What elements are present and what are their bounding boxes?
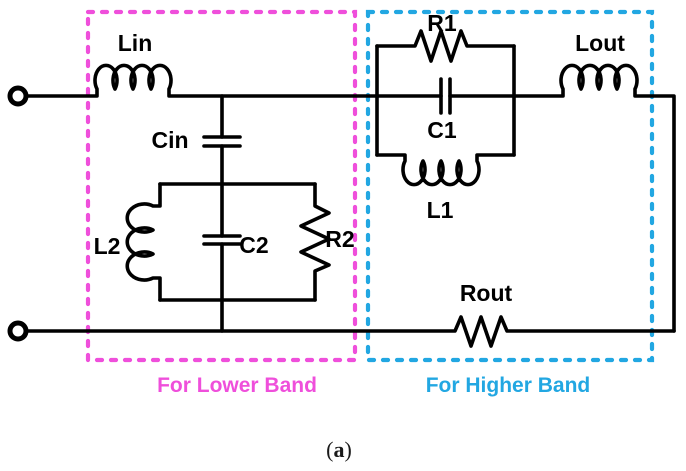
label-rout: Rout: [460, 280, 513, 306]
wires-group: [7, 29, 676, 348]
port-terminal-top-icon: [7, 85, 29, 107]
caption-close-paren: ): [345, 437, 352, 462]
label-cin: Cin: [151, 127, 188, 153]
lower-band-box: [85, 9, 358, 363]
r1-resistor-branch: [375, 29, 516, 63]
label-r1: R1: [427, 10, 457, 36]
lower-band-label: For Lower Band: [157, 374, 317, 397]
label-lin: Lin: [118, 30, 153, 56]
label-lout: Lout: [575, 30, 625, 56]
c1-capacitor-plates: [439, 77, 452, 115]
cin-capacitor-plates: [202, 135, 242, 148]
higher-band-label: For Higher Band: [426, 374, 591, 397]
caption-letter: a: [334, 437, 345, 462]
r2-resistor-zigzag: [299, 182, 331, 302]
c2-capacitor-plates: [202, 234, 242, 246]
label-r2: R2: [325, 226, 354, 252]
caption-open-paren: (: [326, 437, 333, 462]
figure-caption: (a): [326, 437, 352, 462]
label-c2: C2: [239, 232, 268, 258]
l2-inductor-coil: [125, 182, 162, 302]
higher-band-box: [365, 9, 655, 363]
label-l2: L2: [94, 233, 121, 259]
label-l1: L1: [427, 197, 454, 223]
lout-inductor-wire: [448, 63, 676, 333]
l1-inductor-branch: [375, 153, 516, 187]
lin-inductor-wire: [25, 63, 443, 98]
port-terminal-bottom-icon: [7, 320, 29, 342]
rout-resistor-wire: [25, 315, 676, 348]
label-c1: C1: [427, 117, 457, 143]
